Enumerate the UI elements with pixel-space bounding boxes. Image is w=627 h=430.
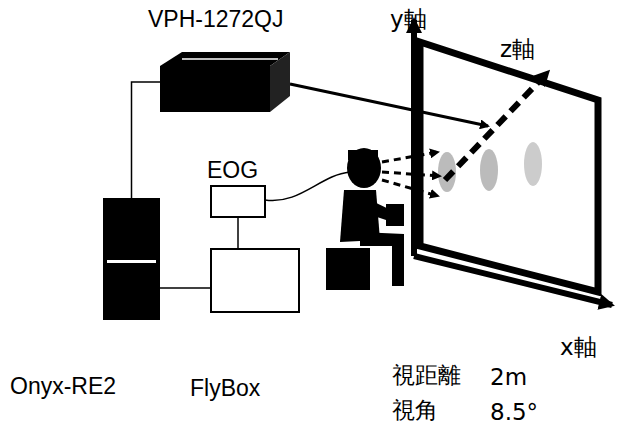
node-label: VPH-1272QJ <box>148 8 284 31</box>
cable <box>132 82 161 198</box>
node-label: Onyx-RE2 <box>10 375 116 398</box>
parameter-value: 2m <box>490 366 527 389</box>
parameter-label: 視距離 <box>392 364 461 387</box>
z-axis <box>445 72 548 180</box>
gaze-arrow <box>382 152 438 162</box>
subject <box>326 148 404 290</box>
cable <box>237 218 239 248</box>
gaze-arrow <box>382 180 438 196</box>
stimulus <box>524 142 542 186</box>
x-axis <box>414 256 612 305</box>
eog-amplifier: EOG <box>210 185 266 218</box>
projector-body <box>160 52 290 112</box>
electrode-wire <box>265 172 350 201</box>
computer: Onyx-RE2 <box>103 198 160 320</box>
axis-label: y軸 <box>390 8 427 31</box>
node-label: FlyBox <box>190 377 260 400</box>
stimulus <box>480 149 498 191</box>
flybox-unit: FlyBox <box>210 248 300 313</box>
cable <box>160 287 210 289</box>
screen <box>420 42 598 292</box>
projector: VPH-1272QJ <box>160 52 290 112</box>
gaze-arrow <box>382 172 440 176</box>
parameter-value: 8.5° <box>490 401 538 424</box>
parameter-label: 視角 <box>392 399 438 422</box>
y-axis <box>411 20 417 256</box>
axis-label: z軸 <box>500 38 535 61</box>
node-label: EOG <box>207 159 258 182</box>
drive-slot <box>107 260 156 263</box>
axis-label: x軸 <box>560 336 597 359</box>
projection-arrow <box>290 84 488 126</box>
